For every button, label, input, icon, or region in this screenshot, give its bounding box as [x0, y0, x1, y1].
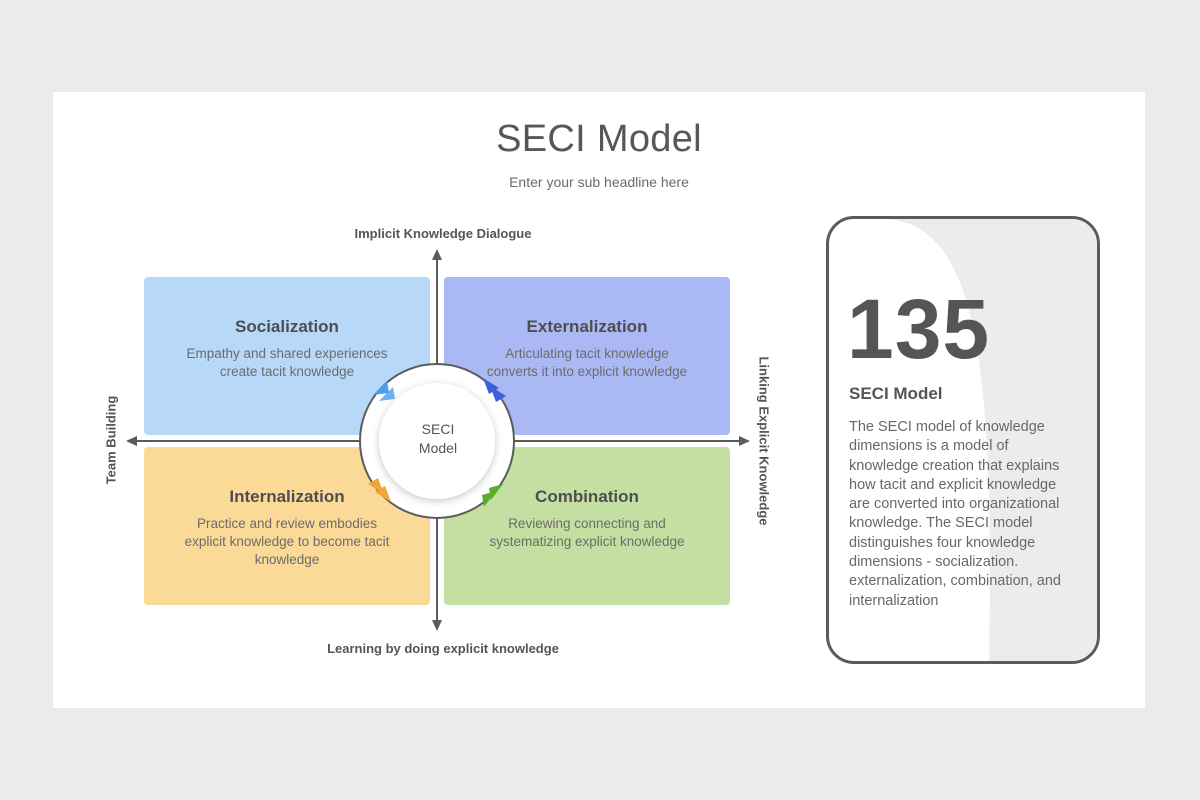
seci-diagram	[126, 249, 750, 631]
card-text: The SECI model of knowledge dimensions i…	[849, 419, 1061, 609]
axis-arrow-up-icon	[432, 249, 442, 260]
center-circle	[379, 383, 495, 499]
axis-label-top: Implicit Knowledge Dialogue	[354, 226, 532, 241]
quadrant-text: Practice and review embodies explicit kn…	[184, 516, 390, 567]
quadrant-title: Socialization	[235, 317, 339, 336]
quadrant-text: Reviewing connecting and systematizing e…	[489, 516, 685, 549]
page-title: SECI Model	[496, 118, 702, 160]
quadrant-title: Combination	[535, 487, 639, 506]
axis-label-bottom: Learning by doing explicit knowledge	[327, 641, 559, 656]
quadrant-text: Articulating tacit knowledge converts it…	[486, 346, 688, 379]
quadrant-text: Empathy and shared experiences create ta…	[186, 346, 388, 379]
card-title: SECI Model	[849, 384, 943, 403]
axis-label-left: Team Building	[103, 395, 119, 485]
center-label-line2: Model	[418, 440, 458, 456]
quadrant-title: Externalization	[526, 317, 648, 336]
card-background-shape	[889, 219, 1097, 661]
internalization-arrow-icon	[368, 478, 391, 502]
axis-label-right: Linking Explicit Knowledge	[756, 356, 772, 526]
center-label-line1: SECI	[421, 421, 455, 437]
combination-arrow-icon	[482, 484, 503, 507]
externalization-arrow-icon	[483, 378, 506, 402]
axis-arrow-down-icon	[432, 620, 442, 631]
card-number: 135	[847, 282, 991, 376]
axis-arrow-right-icon	[739, 436, 750, 446]
axis-arrow-left-icon	[126, 436, 137, 446]
center-label: SECI Model	[403, 420, 473, 458]
quadrant-socialization: Socialization Empathy and shared experie…	[144, 277, 430, 435]
quadrant-title: Internalization	[229, 487, 345, 506]
socialization-arrow-icon	[373, 381, 395, 401]
info-card: 135 SECI Model The SECI model of knowled…	[826, 216, 1100, 664]
slide: SECI Model Enter your sub headline here …	[53, 92, 1145, 708]
page-subtitle: Enter your sub headline here	[509, 174, 689, 190]
